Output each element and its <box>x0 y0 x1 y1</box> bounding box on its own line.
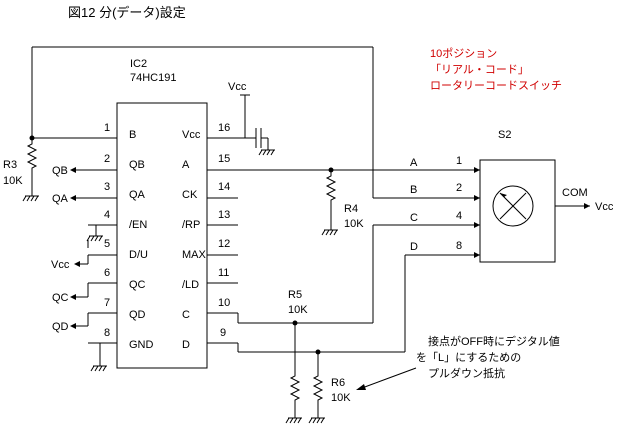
ic-part-number: 74HC191 <box>130 72 176 84</box>
signal-qa: QA <box>52 193 69 205</box>
switch-input-a-label: A <box>410 157 418 169</box>
switch-input-d-num: 8 <box>456 240 462 252</box>
pin-label-d: D <box>182 339 190 351</box>
r5-value: 10K <box>288 304 308 316</box>
pin-number-11: 11 <box>218 267 229 279</box>
pin-label-max: MAX <box>182 249 207 261</box>
pin-label-du: D/U <box>129 249 148 261</box>
pin-label-b: B <box>129 129 136 141</box>
switch-name: S2 <box>498 129 511 141</box>
pin-label-qd: QD <box>129 309 146 321</box>
wire-b-feedback <box>29 46 445 199</box>
switch-input-arrows <box>445 167 480 258</box>
switch-com-vcc: Vcc <box>595 201 614 213</box>
pin-number-4: 4 <box>104 209 110 221</box>
r4-name: R4 <box>344 203 358 215</box>
r6-name: R6 <box>331 377 345 389</box>
pin-number-7: 7 <box>104 297 110 309</box>
r5-name: R5 <box>288 289 302 301</box>
resistor-r3 <box>22 139 40 202</box>
pin-label-ck: CK <box>182 189 198 201</box>
wire-d <box>237 254 445 424</box>
switch-input-c-label: C <box>410 212 418 224</box>
pin-number-9: 9 <box>220 327 226 339</box>
output-qa-arrow <box>70 195 88 201</box>
r3-value: 10K <box>3 175 23 187</box>
rotary-dial-icon <box>492 185 534 227</box>
pin-label-vcc: Vcc <box>182 129 201 141</box>
signal-vcc-left: Vcc <box>51 259 70 271</box>
r4-value: 10K <box>344 218 364 230</box>
pin-label-c: C <box>182 309 190 321</box>
pin-label-qa: QA <box>129 189 146 201</box>
pin-number-5: 5 <box>104 238 110 250</box>
pin-number-15: 15 <box>218 153 230 165</box>
pin-label-ld: /LD <box>182 279 199 291</box>
switch-input-b-num: 2 <box>456 182 462 194</box>
signal-qd: QD <box>52 321 69 333</box>
switch-input-a-num: 1 <box>456 155 462 167</box>
en-ground <box>86 224 104 248</box>
pin-label-rp: /RP <box>182 219 200 231</box>
pullup-note-line1: 接点がOFF時にデジタル値 <box>428 334 560 348</box>
diagram-title: 図12 分(データ)設定 <box>68 5 186 20</box>
switch-note-line2: 「リアル・コード」 <box>430 63 529 76</box>
pin-number-8: 8 <box>104 327 110 339</box>
du-vcc-arrow <box>74 255 89 267</box>
signal-qc: QC <box>52 292 69 304</box>
r3-name: R3 <box>3 159 17 171</box>
pin-number-1: 1 <box>104 122 110 134</box>
pin-label-qb: QB <box>129 159 145 171</box>
pin-number-2: 2 <box>104 153 110 165</box>
gnd-pin-ground <box>90 343 108 372</box>
pin-number-13: 13 <box>218 209 230 221</box>
output-qb-arrow <box>70 167 88 173</box>
switch-note-line1: 10ポジション <box>430 47 497 60</box>
vcc-bypass-capacitor <box>240 94 276 156</box>
pin-label-en: /EN <box>129 219 147 231</box>
pin-label-a: A <box>182 159 190 171</box>
switch-input-c-num: 4 <box>456 210 462 222</box>
switch-input-d-label: D <box>410 241 418 253</box>
wire-a <box>245 167 445 236</box>
switch-com-label: COM <box>562 187 588 199</box>
ic-right-pins <box>207 137 245 344</box>
com-output-arrow <box>555 203 590 209</box>
switch-note-line3: ロータリーコードスイッチ <box>430 79 562 92</box>
pin-number-10: 10 <box>218 297 230 309</box>
ic-body <box>116 102 208 369</box>
pin-number-14: 14 <box>218 181 230 193</box>
note-pointer-arrow <box>356 367 417 390</box>
ic-left-pins <box>88 137 117 344</box>
ic-name: IC2 <box>130 58 147 70</box>
pin-label-gnd: GND <box>129 339 154 351</box>
pullup-note-line3: プルダウン抵抗 <box>428 366 505 380</box>
pullup-note-line2: を「L」にするための <box>416 351 521 364</box>
output-qc-arrow <box>70 283 89 300</box>
switch-input-b-label: B <box>410 184 417 196</box>
vcc-label-top: Vcc <box>228 81 247 93</box>
wire-c <box>237 224 445 424</box>
signal-qb: QB <box>52 165 68 177</box>
r6-value: 10K <box>331 392 351 404</box>
pin-number-3: 3 <box>104 181 110 193</box>
pin-number-16: 16 <box>218 122 230 134</box>
pin-number-12: 12 <box>218 238 230 250</box>
rotary-switch-body <box>479 159 556 263</box>
pin-label-qc: QC <box>129 279 146 291</box>
output-qd-arrow <box>70 313 89 329</box>
pin-number-6: 6 <box>104 267 110 279</box>
